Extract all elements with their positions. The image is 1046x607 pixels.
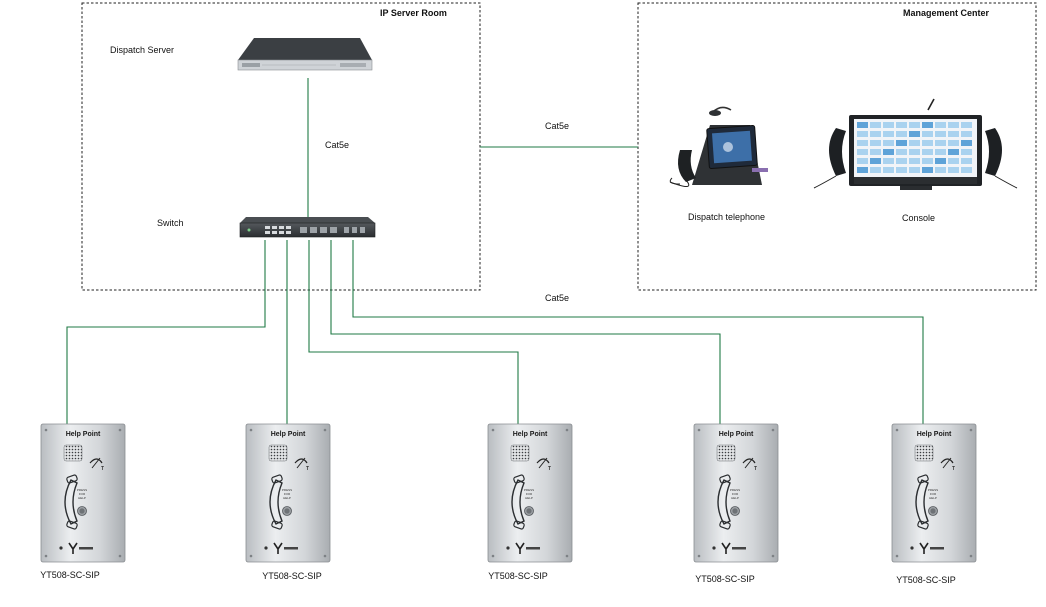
cable-terminal-5 — [352, 240, 924, 424]
terminal-model-label: YT508-SC-SIP — [40, 570, 100, 580]
help-point-panel-title: Help Point — [917, 431, 952, 438]
switch-icon — [239, 217, 376, 238]
terminal-model-label: YT508-SC-SIP — [262, 571, 322, 581]
help-point-panel-title: Help Point — [719, 431, 754, 438]
cable-terminal-3 — [308, 240, 519, 424]
console-label: Console — [902, 213, 935, 223]
cable-terminal-1 — [66, 240, 266, 424]
help-point-panel-title: Help Point — [271, 431, 306, 438]
help-point-panel-title: Help Point — [66, 431, 101, 438]
help-point-panel-icon — [245, 423, 331, 563]
help-point-terminal: Help Point — [40, 423, 126, 563]
cable-terminal-4 — [330, 240, 721, 424]
cable-label-server-switch: Cat5e — [325, 140, 349, 150]
help-point-panel-icon — [40, 423, 126, 563]
terminal-model-label: YT508-SC-SIP — [488, 571, 548, 581]
help-point-terminal: Help Point — [693, 423, 779, 563]
dispatch-telephone-icon — [669, 106, 768, 187]
help-point-panel-icon — [891, 423, 977, 563]
cable-label-room-management: Cat5e — [545, 121, 569, 131]
switch-label: Switch — [157, 218, 184, 228]
console-icon — [813, 98, 1018, 190]
terminal-model-label: YT508-SC-SIP — [695, 574, 755, 584]
dispatch-server-label: Dispatch Server — [110, 45, 174, 55]
cable-label-terminals: Cat5e — [545, 293, 569, 303]
cable-network — [66, 78, 924, 424]
help-point-terminal: Help Point — [891, 423, 977, 563]
help-point-panel-title: Help Point — [513, 431, 548, 438]
dispatch-server-icon — [237, 38, 373, 71]
management-center-title: Management Center — [903, 8, 990, 18]
help-point-terminal: Help Point — [487, 423, 573, 563]
help-point-terminal: Help Point — [245, 423, 331, 563]
help-point-panel-icon — [693, 423, 779, 563]
server-room-title: IP Server Room — [380, 8, 447, 18]
dispatch-telephone-label: Dispatch telephone — [688, 212, 765, 222]
help-point-panel-icon — [487, 423, 573, 563]
terminal-model-label: YT508-SC-SIP — [896, 575, 956, 585]
